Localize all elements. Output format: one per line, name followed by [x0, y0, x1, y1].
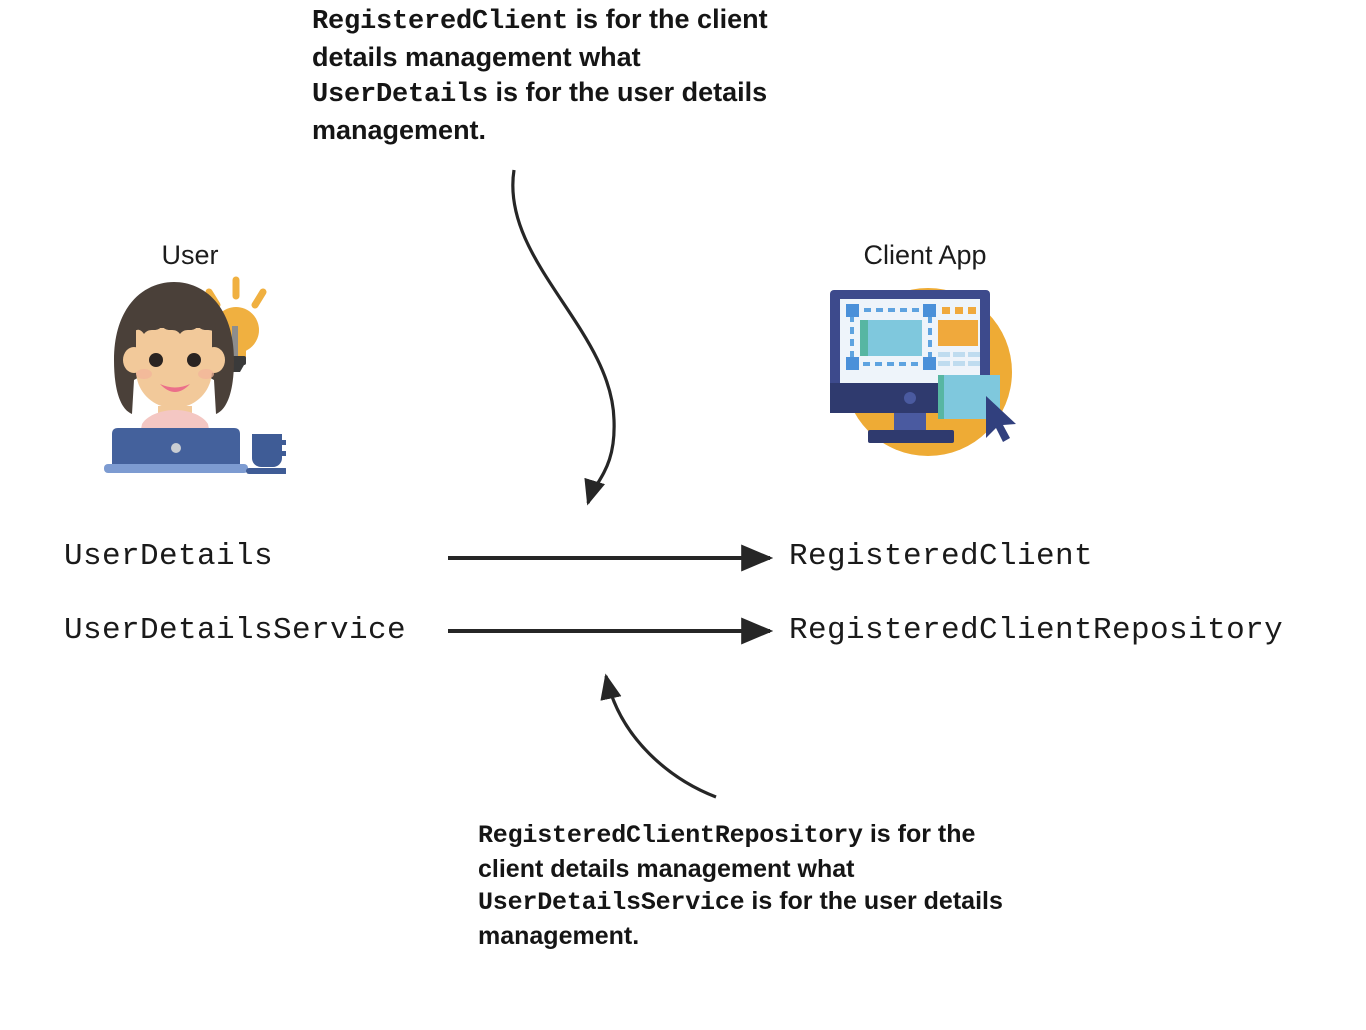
- caption-code-token: UserDetailsService: [478, 888, 745, 917]
- mapping-left-term-0: UserDetails: [64, 539, 274, 574]
- callout-curve-top: [511, 169, 616, 506]
- mapping-right-term-1: RegisteredClientRepository: [789, 613, 1284, 648]
- hair-fringe: [132, 286, 216, 334]
- caption-text-run: is for the client details management wha…: [312, 4, 776, 73]
- caption-text-run: is for the user details management.: [478, 887, 1010, 950]
- caption-code-token: UserDetails: [312, 80, 489, 111]
- callout-text-bottom: RegisteredClientRepository is for the cl…: [478, 818, 1038, 952]
- user-illustration: [96, 268, 296, 478]
- content-panel: [938, 307, 980, 366]
- callout-text-top: RegisteredClient is for the client detai…: [312, 2, 812, 148]
- caption-code-token: RegisteredClient: [312, 7, 569, 37]
- laptop-icon: [104, 428, 248, 473]
- mapping-left-term-1: UserDetailsService: [64, 613, 407, 648]
- coffee-mug-icon: [246, 434, 296, 474]
- actor-label-client-app: Client App: [863, 240, 987, 270]
- monitor-icon: [830, 290, 990, 443]
- caption-text-run: is for the client details management wha…: [478, 820, 983, 883]
- cursor-icon: [986, 396, 1016, 442]
- actor-label-user: User: [161, 240, 219, 270]
- mapping-right-term-0: RegisteredClient: [789, 539, 1094, 574]
- callout-curve-bottom: [600, 673, 717, 799]
- design-panel: [846, 304, 936, 370]
- client-app-illustration: [820, 272, 1030, 472]
- caption-code-token: RegisteredClientRepository: [478, 821, 863, 850]
- caption-text-run: is for the user details management.: [312, 77, 775, 146]
